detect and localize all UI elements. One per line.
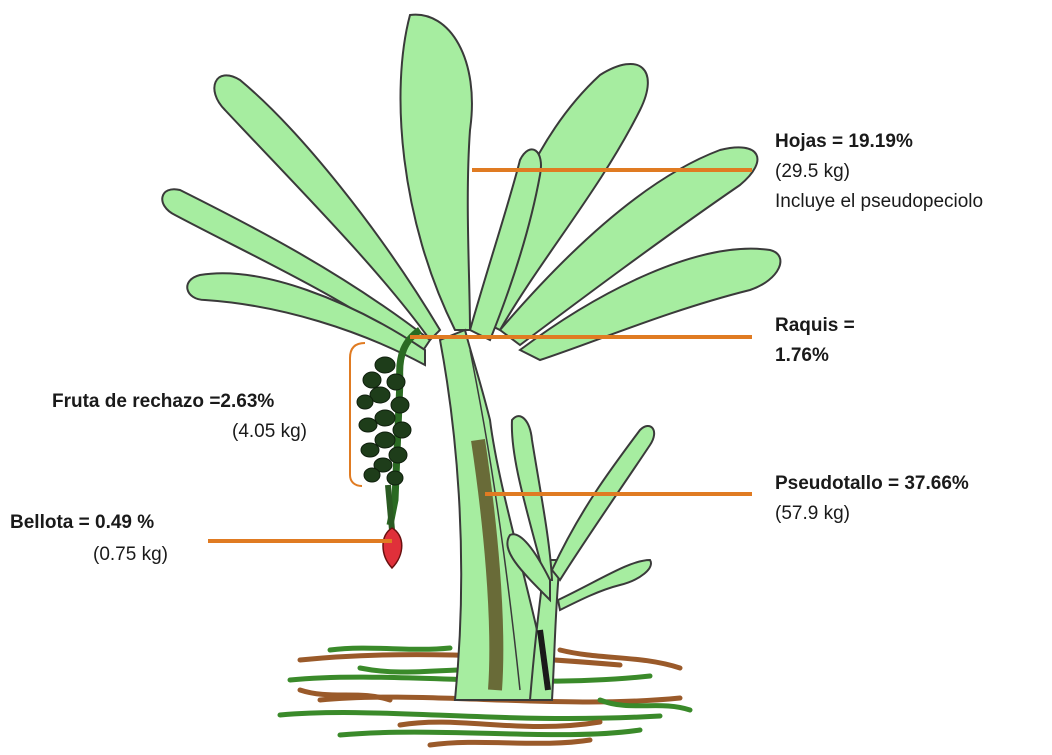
label-hojas-note: Incluye el pseudopeciolo [775,190,983,214]
label-fruta-mass: (4.05 kg) [232,420,307,444]
label-pseudotallo-mass: (57.9 kg) [775,502,850,526]
label-bellota-value: 0.49 % [95,512,154,533]
label-raquis-line1: Raquis = [775,314,855,338]
label-pseudotallo-title: Pseudotallo = 37.66% [775,472,969,496]
label-bellota-prefix: Bellota = [10,512,95,533]
label-hojas-mass: (29.5 kg) [775,160,850,184]
label-raquis-line2: 1.76% [775,344,829,368]
label-bellota-title: Bellota = 0.49 % [10,511,154,535]
bellota-bud [383,528,402,568]
label-fruta-title: Fruta de rechazo =2.63% [52,390,274,414]
leaves [162,15,780,365]
fruit-bunch [357,357,411,485]
fruit-bracket [350,343,365,486]
label-hojas-title: Hojas = 19.19% [775,130,913,154]
label-bellota-mass: (0.75 kg) [93,543,168,567]
bud-stalk [388,485,392,530]
